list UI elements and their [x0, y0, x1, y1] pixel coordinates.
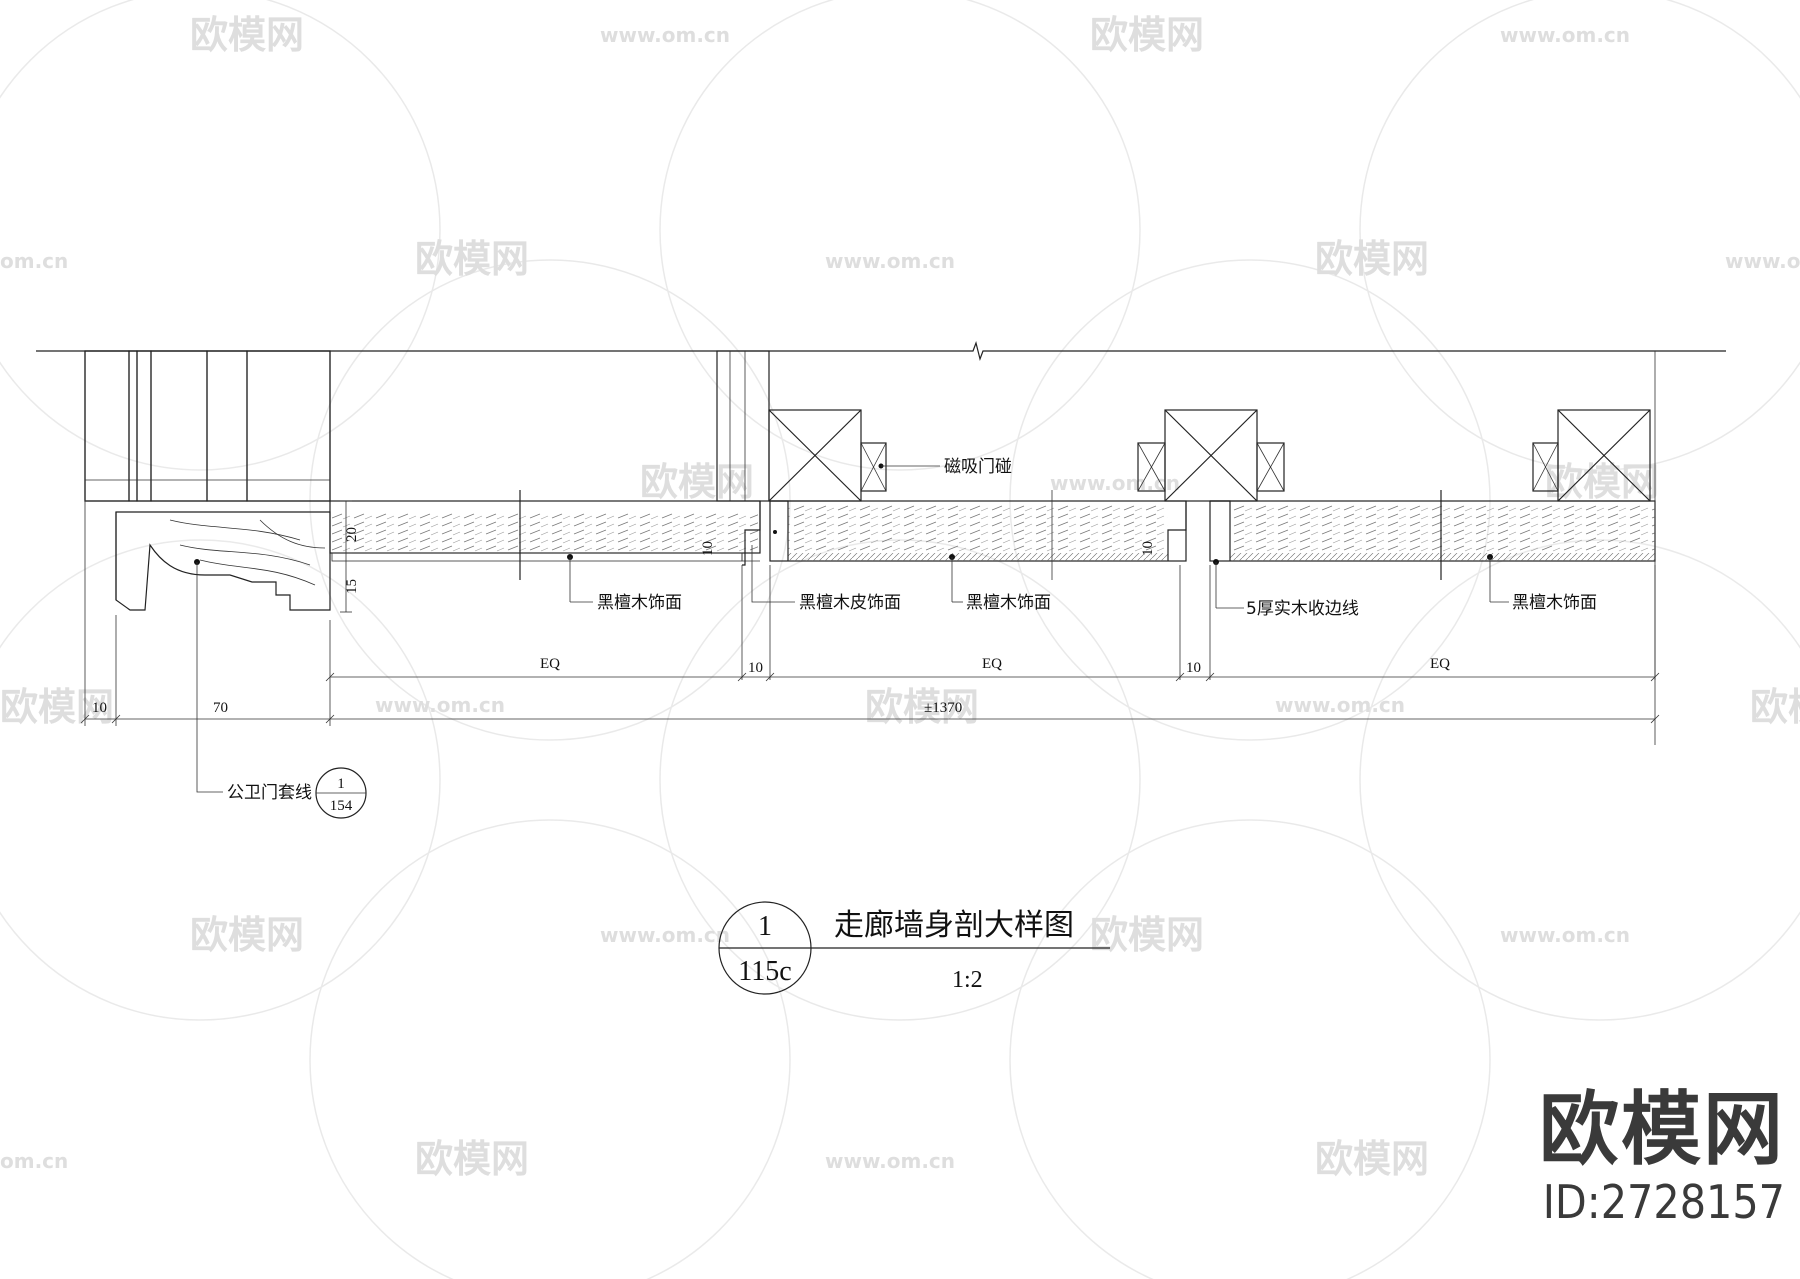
label-ebony-veneer: 黑檀木皮饰面	[799, 593, 901, 613]
label-solid-wood-edge: 5厚实木收边线	[1246, 599, 1359, 619]
watermark-url: www.om.cn	[825, 249, 955, 273]
watermark-brand: 欧模网	[1750, 685, 1800, 729]
label-ebony-face: 黑檀木饰面	[1512, 593, 1597, 613]
dim-total: ±1370	[924, 700, 962, 716]
watermark-brand: 欧模网	[0, 685, 114, 729]
watermark-brand: 欧模网	[865, 685, 979, 729]
dim-eq: EQ	[540, 656, 560, 672]
watermark-url: www.om.cn	[600, 923, 730, 947]
watermark-url: www.om.cn	[375, 693, 505, 717]
watermark-url: www.om.cn	[1500, 23, 1630, 47]
door-casing-profile	[115, 511, 331, 611]
title-block: 1 115c 走廊墙身剖大样图 1:2	[718, 901, 1110, 995]
casing-ref-sheet: 154	[330, 798, 353, 814]
wall-panel-1	[329, 490, 761, 580]
blocking-box-2	[1137, 409, 1285, 502]
watermark-brand: 欧模网	[1315, 237, 1429, 281]
watermark-brand: 欧模网	[415, 1137, 529, 1181]
brand-block: 欧模网 ID:2728157	[1505, 1083, 1785, 1230]
watermark-url: www.om.cn	[825, 1149, 955, 1173]
watermark-brand: 欧模网	[1090, 13, 1204, 57]
wall-top-line	[36, 340, 1726, 362]
label-ebony-face: 黑檀木饰面	[597, 593, 682, 613]
watermark-brand: 欧模网	[1315, 1137, 1429, 1181]
sheet-ref: 115c	[738, 956, 791, 987]
label-door-casing: 公卫门套线	[227, 783, 312, 803]
casing-ref-number: 1	[337, 776, 345, 792]
watermark-url: om.cn	[0, 249, 68, 273]
wall-panel-3	[1209, 490, 1656, 580]
dim-gap: 10	[748, 660, 763, 676]
watermark-url: www.om.cn	[1500, 923, 1630, 947]
dim-eq: EQ	[1430, 656, 1450, 672]
left-wall-section	[84, 350, 331, 502]
dim-10: 10	[1140, 541, 1156, 556]
leader-lines	[196, 465, 1509, 793]
watermark-url: www.om.cn	[600, 23, 730, 47]
dim-20: 20	[344, 527, 360, 542]
dimension-lines	[80, 500, 1660, 726]
brand-id: ID:2728157	[1542, 1175, 1785, 1229]
blocking-box-3	[1532, 351, 1656, 745]
drawing-title: 走廊墙身剖大样图	[834, 908, 1074, 943]
watermark-url: www.om.cn	[1725, 249, 1800, 273]
wall-panel-2	[769, 490, 1187, 580]
dim-eq: EQ	[982, 656, 1002, 672]
watermark-url: om.cn	[0, 1149, 68, 1173]
dim-gap: 10	[1186, 660, 1201, 676]
watermark-brand: 欧模网	[1545, 460, 1659, 504]
watermark-url: www.om.cn	[1275, 693, 1405, 717]
dim-left-10: 10	[92, 700, 107, 716]
blocking-box-1	[768, 409, 887, 502]
label-ebony-face: 黑檀木饰面	[966, 593, 1051, 613]
casing-ref-bubble: 1 154	[315, 767, 367, 819]
detail-number: 1	[758, 911, 772, 942]
watermark-brand: 欧模网	[640, 460, 754, 504]
label-magnetic-door-stop: 磁吸门碰	[944, 457, 1012, 477]
watermark-brand: 欧模网	[1090, 913, 1204, 957]
brand-name: 欧模网	[1539, 1083, 1785, 1176]
dim-15: 15	[344, 579, 360, 594]
drawing-scale: 1:2	[952, 967, 983, 993]
watermark-brand: 欧模网	[415, 237, 529, 281]
dim-10: 10	[700, 541, 716, 556]
watermark-brand: 欧模网	[190, 13, 304, 57]
dim-left-70: 70	[213, 700, 228, 716]
watermark-brand: 欧模网	[190, 913, 304, 957]
